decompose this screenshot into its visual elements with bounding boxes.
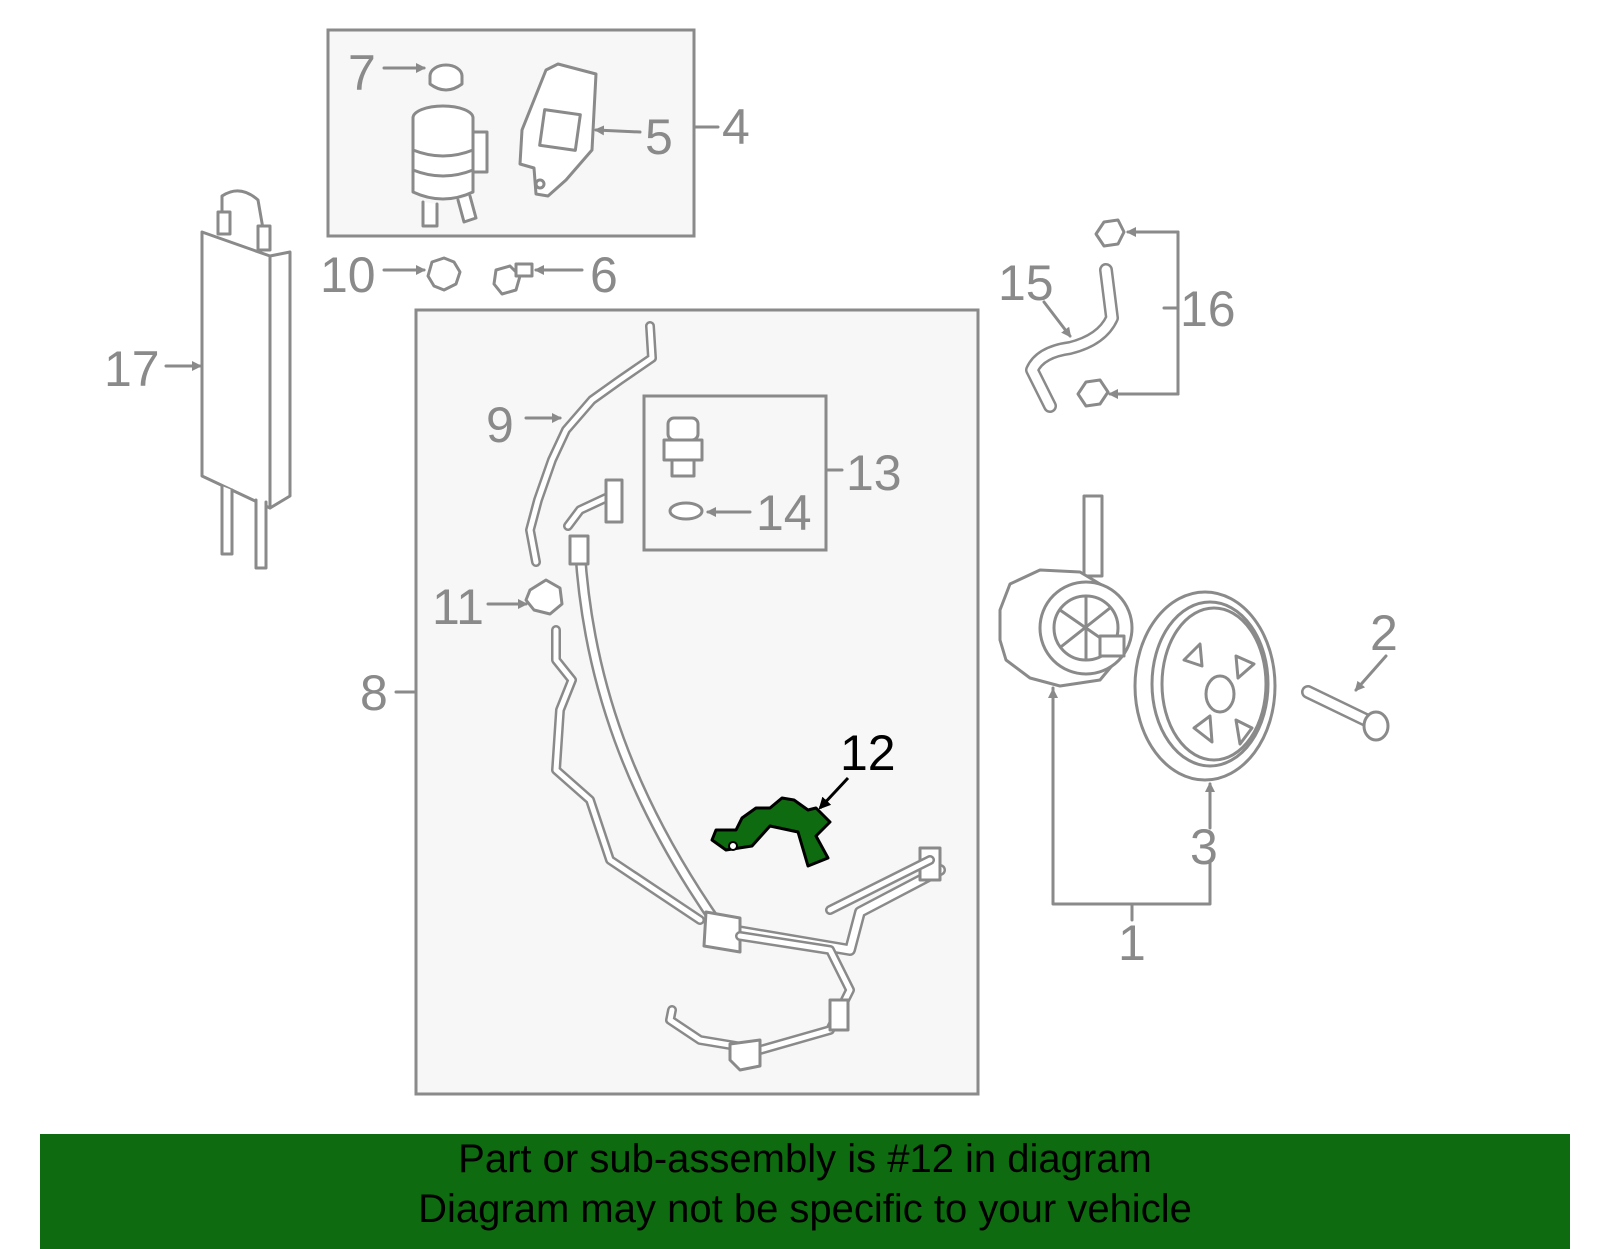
callout-5: 5 <box>645 109 673 165</box>
bolt-6-part <box>492 262 534 296</box>
banner-line-part-number: Part or sub-assembly is #12 in diagram <box>458 1137 1152 1181</box>
callout-11: 11 <box>432 579 484 635</box>
return-hose-9-inner <box>527 323 655 565</box>
leader-12 <box>818 776 850 810</box>
hose-15-inner <box>1027 265 1117 411</box>
callout-16: 16 <box>1180 281 1236 337</box>
callout-10: 10 <box>320 247 376 303</box>
clamp-16a-part <box>1094 218 1126 248</box>
clamp-16b-part <box>1076 378 1110 408</box>
leader-5 <box>594 125 642 136</box>
callout-6: 6 <box>590 247 618 303</box>
callout-8: 8 <box>360 665 388 721</box>
pressure-switch-part <box>662 416 704 478</box>
leader-16 <box>1162 230 1180 396</box>
callout-14: 14 <box>756 485 812 541</box>
pulley-part <box>1133 590 1277 782</box>
reservoir-part <box>411 104 489 228</box>
pump-part <box>998 494 1134 688</box>
callout-12: 12 <box>840 725 896 781</box>
oil-cooler-part <box>200 189 292 570</box>
info-banner: Part or sub-assembly is #12 in diagram D… <box>40 1134 1570 1249</box>
pulley-bolt-part <box>1301 685 1390 742</box>
callout-4: 4 <box>722 99 750 155</box>
clamp-10-part <box>426 256 462 292</box>
callout-17: 17 <box>104 341 160 397</box>
o-ring-part <box>668 501 704 521</box>
leader-1 <box>1051 686 1212 922</box>
callout-2: 2 <box>1370 605 1398 661</box>
bracket-12-part <box>710 796 832 868</box>
callout-13: 13 <box>846 445 902 501</box>
leader-2 <box>1354 654 1388 692</box>
banner-line-disclaimer: Diagram may not be specific to your vehi… <box>418 1187 1192 1231</box>
callout-15: 15 <box>998 255 1054 311</box>
callout-9: 9 <box>486 397 514 453</box>
callout-7: 7 <box>348 45 376 101</box>
pressure-hose-8-part <box>551 478 946 1072</box>
reservoir-cap-part <box>428 63 464 92</box>
callout-1: 1 <box>1118 915 1146 971</box>
leader-15 <box>1042 300 1072 338</box>
bracket-12-hole <box>728 841 738 851</box>
callout-3: 3 <box>1190 819 1218 875</box>
reservoir-bracket-part <box>518 62 598 198</box>
